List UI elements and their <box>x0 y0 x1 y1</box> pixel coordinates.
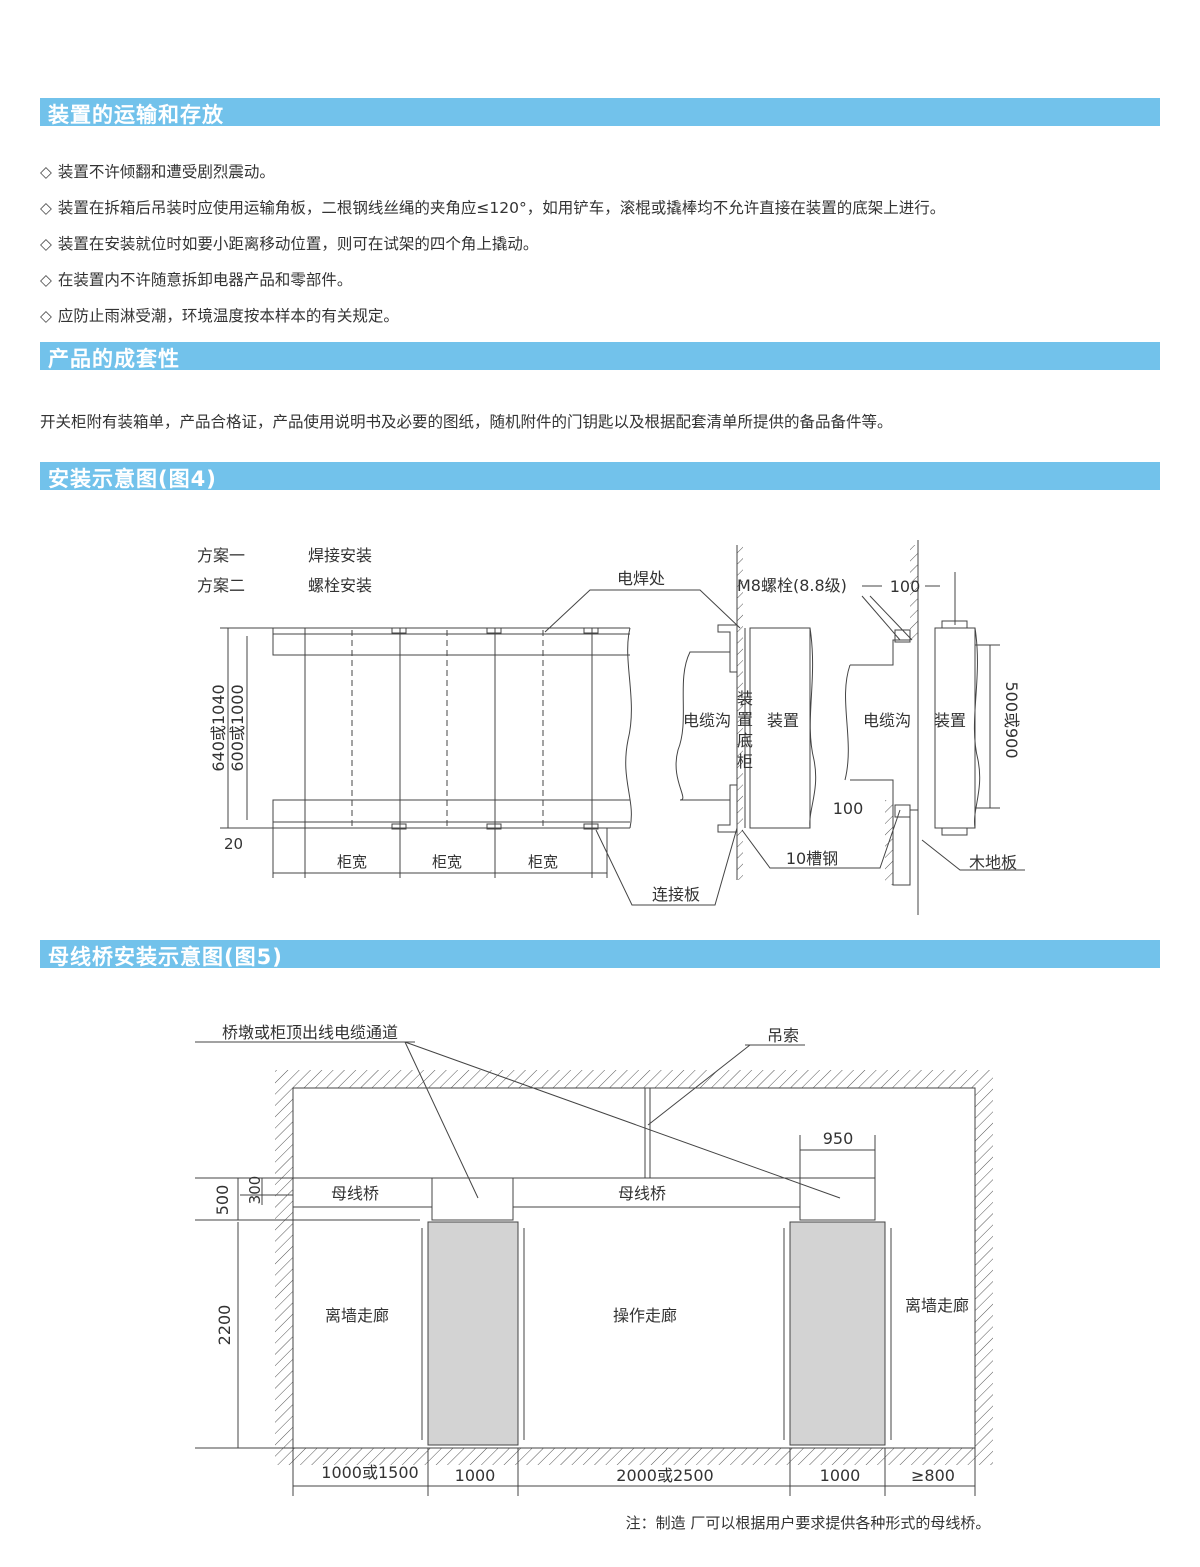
dim-100-top-label: 100 <box>890 577 921 596</box>
channel-steel-label: 10槽钢 <box>786 849 838 868</box>
list-item-text: 装置在安装就位时如要小距离移动位置，则可在试架的四个角上撬动。 <box>57 235 539 253</box>
section-title: 母线桥安装示意图(图5) <box>48 945 283 969</box>
plan-view: 640或1040 600或1000 20 柜宽 柜宽 柜宽 连接板 电焊处 <box>209 569 741 906</box>
section-header-completeness: 产品的成套性 <box>40 342 1160 371</box>
plan2-label: 方案二 <box>197 576 245 595</box>
cabinet-width-label: 柜宽 <box>528 853 558 871</box>
section-title: 产品的成套性 <box>48 347 180 371</box>
dim-500-900-label: 500或900 <box>1002 681 1021 758</box>
fig5-busbridge-diagram: 母线桥 母线桥 桥墩或柜顶出线电缆通道 吊索 950 500 300 2200 … <box>195 1023 993 1532</box>
dim-950-label: 950 <box>823 1129 854 1148</box>
plan1-method: 焊接安装 <box>308 546 372 565</box>
plan2-method: 螺栓安装 <box>308 576 372 595</box>
wood-floor-label: 木地板 <box>969 853 1017 872</box>
bottom-dim-label: 1000或1500 <box>321 1463 418 1482</box>
device-label: 装置 <box>767 711 799 730</box>
cabinet-right <box>789 1221 886 1446</box>
dim-500-label: 500 <box>213 1185 232 1216</box>
base-cabinet-label: 装 <box>737 689 753 708</box>
diamond-bullet-icon: ◇ <box>40 163 52 181</box>
sling-label: 吊索 <box>767 1026 799 1045</box>
dim-inner-label: 600或1000 <box>228 684 247 771</box>
cable-trench-label: 电缆沟 <box>683 711 731 730</box>
diamond-bullet-icon: ◇ <box>40 307 52 325</box>
diamond-bullet-icon: ◇ <box>40 235 52 253</box>
wall-corridor-label: 离墙走廊 <box>905 1296 969 1315</box>
list-item: ◇ 装置在拆箱后吊装时应使用运输角板，二根钢线丝绳的夹角应≤120°，如用铲车，滚… <box>40 196 945 218</box>
fig5-note: 注：制造 厂可以根据用户要求提供各种形式的母线桥。 <box>626 1514 991 1532</box>
plan1-label: 方案一 <box>197 546 245 565</box>
dim-outer-label: 640或1040 <box>209 684 228 771</box>
base-cabinet-label: 置 <box>737 710 753 729</box>
cable-trench-label: 电缆沟 <box>863 711 911 730</box>
bottom-dim-label: 2000或2500 <box>616 1466 713 1485</box>
device-label: 装置 <box>934 711 966 730</box>
cabinet-width-label: 柜宽 <box>432 853 462 871</box>
bottom-dim-label: 1000 <box>455 1466 496 1485</box>
list-item-text: 在装置内不许随意拆卸电器产品和零部件。 <box>57 271 353 289</box>
bolt-label: M8螺栓(8.8级) <box>737 576 847 595</box>
completeness-text: 开关柜附有装箱单，产品合格证，产品使用说明书及必要的图纸，随机附件的门钥匙以及根… <box>40 413 893 431</box>
wall-corridor-label: 离墙走廊 <box>325 1306 389 1325</box>
bottom-dim-label: 1000 <box>820 1466 861 1485</box>
base-cabinet-label: 底 <box>737 731 753 750</box>
list-item: ◇ 在装置内不许随意拆卸电器产品和零部件。 <box>40 268 352 290</box>
dim-100-bottom-label: 100 <box>833 799 864 818</box>
list-item: ◇ 装置在安装就位时如要小距离移动位置，则可在试架的四个角上撬动。 <box>40 232 538 254</box>
base-cabinet-label: 柜 <box>737 752 753 771</box>
section-header-fig4: 安装示意图(图4) <box>40 462 1160 491</box>
pier-label: 桥墩或柜顶出线电缆通道 <box>222 1023 398 1042</box>
busbridge-label: 母线桥 <box>618 1184 666 1203</box>
list-item: ◇ 应防止雨淋受潮，环境温度按本样本的有关规定。 <box>40 304 399 326</box>
diamond-bullet-icon: ◇ <box>40 271 52 289</box>
connect-plate-label: 连接板 <box>652 885 700 904</box>
busbridge-label: 母线桥 <box>331 1184 379 1203</box>
diamond-bullet-icon: ◇ <box>40 199 52 217</box>
list-item: ◇ 装置不许倾翻和遭受剧烈震动。 <box>40 160 275 182</box>
section-title: 安装示意图(图4) <box>48 467 217 491</box>
list-item-text: 装置在拆箱后吊装时应使用运输角板，二根钢线丝绳的夹角应≤120°，如用铲车，滚棍… <box>57 199 946 217</box>
cabinet-width-label: 柜宽 <box>337 853 367 871</box>
section-header-fig5: 母线桥安装示意图(图5) <box>40 940 1160 969</box>
section-view-welded: 电缆沟 装 置 底 柜 装置 10槽钢 <box>675 545 901 880</box>
section-title: 装置的运输和存放 <box>48 103 224 127</box>
dim-300-label: 300 <box>246 1176 264 1205</box>
section-view-bolted: 电缆沟 装置 500或900 M8螺栓(8.8级) 100 100 木地板 <box>737 540 1025 915</box>
bottom-dim-label: ≥800 <box>911 1466 955 1485</box>
cabinet-left <box>427 1221 519 1446</box>
list-item-text: 装置不许倾翻和遭受剧烈震动。 <box>57 163 275 181</box>
list-item-text: 应防止雨淋受潮，环境温度按本样本的有关规定。 <box>57 307 399 325</box>
dim-20-label: 20 <box>224 835 243 853</box>
section-header-transport: 装置的运输和存放 <box>40 98 1160 127</box>
operation-corridor-label: 操作走廊 <box>613 1306 677 1325</box>
dim-2200-label: 2200 <box>215 1305 234 1346</box>
fig4-installation-diagram: 方案一 焊接安装 方案二 螺栓安装 <box>197 540 1025 915</box>
weld-label: 电焊处 <box>617 569 665 588</box>
